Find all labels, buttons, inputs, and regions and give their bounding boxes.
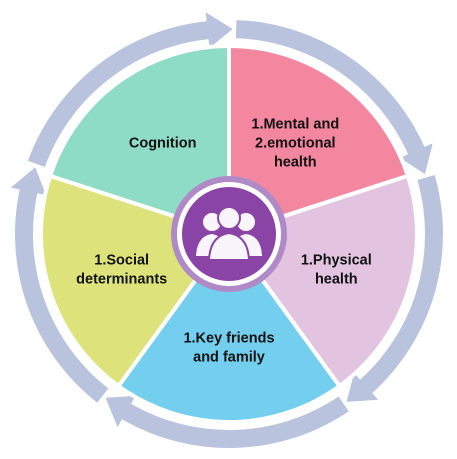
ring-arrow-4 bbox=[10, 167, 109, 403]
ring-arrow-2 bbox=[346, 175, 443, 402]
segment-label-5: Cognition bbox=[129, 136, 197, 152]
center-hub bbox=[171, 176, 287, 292]
segment-3 bbox=[115, 230, 343, 424]
ring-arrow-1 bbox=[235, 20, 433, 175]
segment-1 bbox=[227, 43, 411, 237]
ring-arrow-5 bbox=[27, 12, 233, 168]
ring-arrows bbox=[10, 12, 443, 448]
ring-arrow-3 bbox=[105, 395, 349, 448]
segment-5 bbox=[47, 43, 231, 237]
people-group-icon bbox=[196, 206, 262, 261]
